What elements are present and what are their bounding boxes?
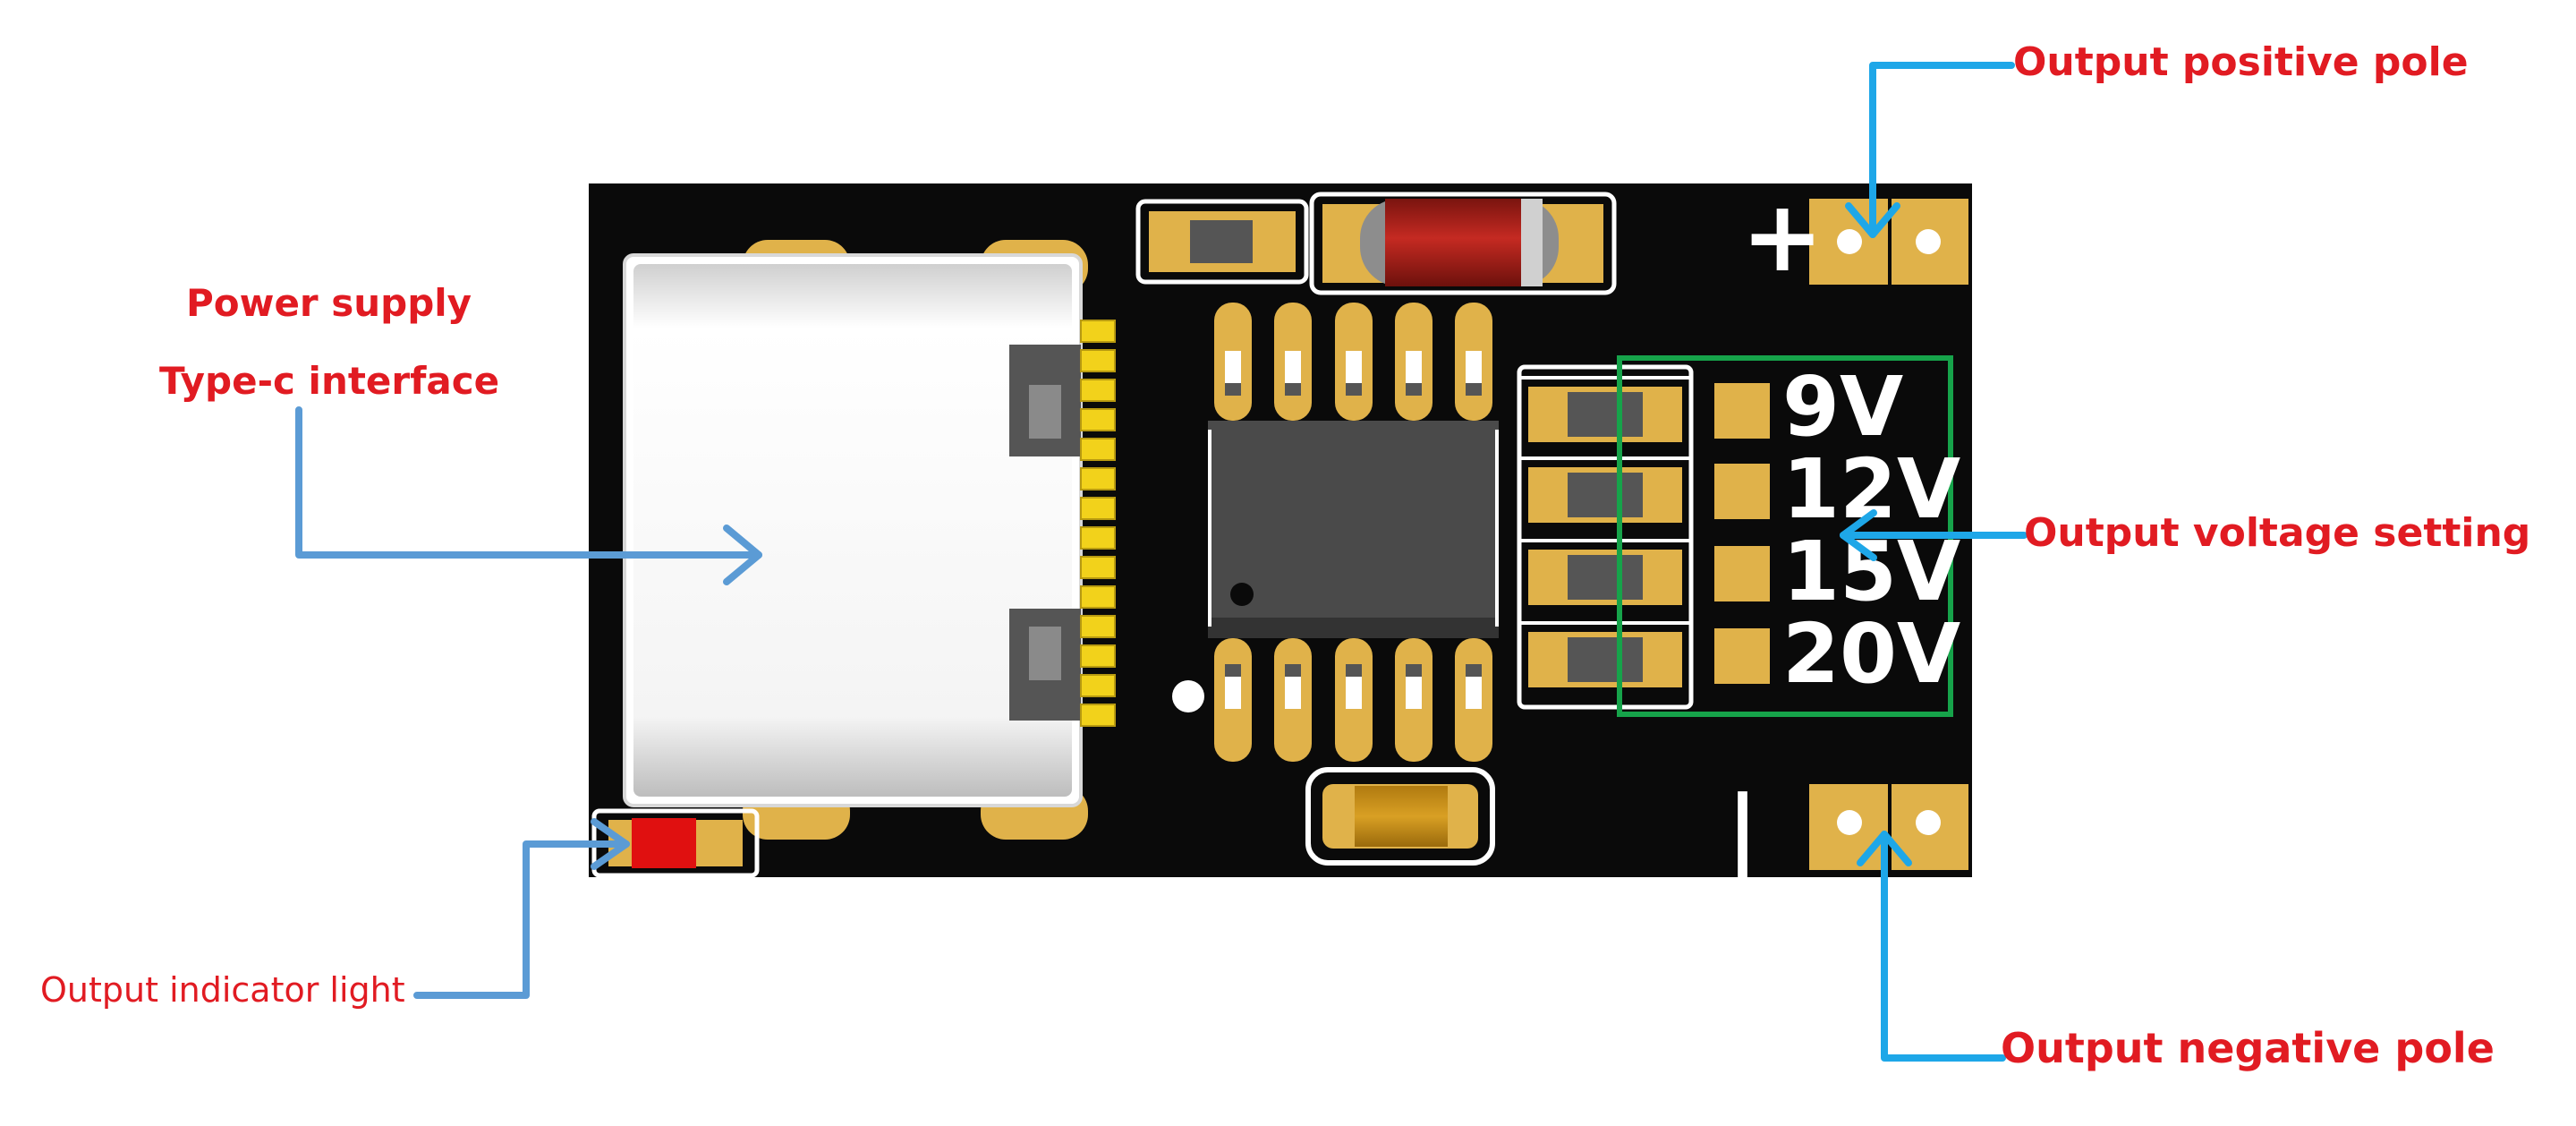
leader-output-indicator: [413, 818, 630, 999]
usb-c-connector: [623, 253, 1083, 807]
label-output-indicator-light: Output indicator light: [40, 970, 405, 1010]
plus-sign: +: [1741, 179, 1824, 294]
leader-output-positive: [1845, 62, 2015, 238]
voltage-label-9v: 9V: [1782, 359, 1903, 455]
label-output-voltage-setting: Output voltage setting: [2024, 510, 2531, 556]
usb-c-pins: [1080, 320, 1116, 727]
label-output-negative-pole: Output negative pole: [2001, 1024, 2495, 1072]
leader-output-negative: [1857, 831, 2006, 1062]
ic-chip: [1172, 421, 1499, 712]
voltage-label-20v: 20V: [1782, 606, 1960, 702]
leader-output-voltage: [1840, 509, 2028, 561]
output-indicator-led: [591, 808, 760, 878]
resistor-array: [1517, 364, 1694, 710]
label-type-c-interface: Type-c interface: [159, 359, 500, 403]
voltage-label-15v: 15V: [1782, 524, 1960, 619]
label-power-supply: Power supply: [186, 281, 472, 325]
label-output-positive-pole: Output positive pole: [2013, 39, 2469, 85]
voltage-selector-pads: [1714, 383, 1770, 684]
smd-resistor-top: [1135, 199, 1309, 285]
diode: [1309, 192, 1617, 295]
voltage-label-12v: 12V: [1782, 441, 1960, 537]
ic-pins: [1214, 303, 1492, 762]
minus-sign: |: [1727, 778, 1758, 879]
leader-power-supply: [295, 406, 762, 585]
output-negative-terminal: [1809, 784, 1968, 870]
smd-capacitor-bottom: [1305, 767, 1495, 866]
